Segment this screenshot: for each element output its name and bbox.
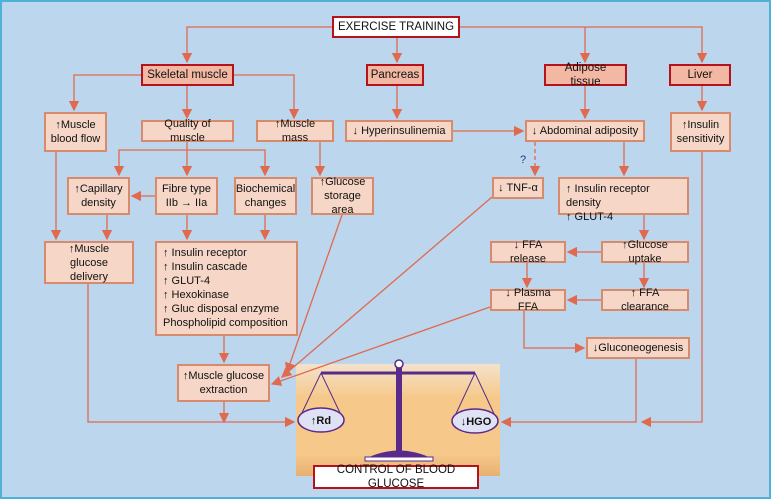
biochemical-changes-box: Biochemical changes: [234, 177, 297, 215]
muscle-blood-flow-box: ↑Muscle blood flow: [44, 112, 107, 152]
balance-scale: ↑Rd ↓HGO: [297, 359, 499, 462]
insulin-effects-list-box: ↑ Insulin receptor ↑ Insulin cascade ↑ G…: [155, 241, 298, 336]
control-blood-glucose-box: CONTROL OF BLOOD GLUCOSE: [313, 464, 479, 490]
insulin-sensitivity-box: ↑Insulin sensitivity: [670, 112, 731, 152]
glucose-storage-box: ↑Glucose storage area: [311, 176, 374, 216]
rd-label: ↑Rd: [311, 415, 331, 427]
hyperinsulinemia-box: ↓ Hyperinsulinemia: [345, 120, 453, 142]
insulin-receptor-density-box: ↑ Insulin receptor density ↑ GLUT-4: [558, 177, 689, 223]
fibre-type-box: Fibre type IIb → IIa: [155, 177, 218, 215]
skeletal-muscle-box: Skeletal muscle: [141, 64, 234, 86]
ffa-clearance-box: ↑ FFA clearance: [601, 287, 689, 313]
tnf-alpha-box: ↓ TNF-α: [492, 177, 544, 199]
hgo-label: ↓HGO: [461, 416, 492, 428]
muscle-glucose-extraction-box: ↑Muscle glucose extraction: [177, 364, 270, 402]
ffa-release-box: ↓ FFA release: [490, 239, 566, 265]
capillary-density-box: ↑Capillary density: [67, 177, 130, 215]
glucose-uptake-box: ↑Glucose uptake: [601, 239, 689, 265]
liver-box: Liver: [669, 64, 731, 86]
quality-of-muscle-box: Quality of muscle: [141, 118, 234, 144]
adipose-tissue-box: Adipose tissue: [544, 62, 627, 88]
question-mark: ?: [520, 154, 527, 166]
exercise-training-box: EXERCISE TRAINING: [332, 16, 460, 38]
abdominal-adiposity-box: ↓ Abdominal adiposity: [525, 120, 645, 142]
pancreas-box: Pancreas: [366, 64, 424, 86]
plasma-ffa-box: ↓ Plasma FFA: [490, 287, 566, 313]
muscle-mass-box: ↑Muscle mass: [256, 118, 334, 144]
gluconeogenesis-box: ↓Gluconeogenesis: [586, 337, 690, 359]
muscle-glucose-delivery-box: ↑Muscle glucose delivery: [44, 241, 134, 284]
